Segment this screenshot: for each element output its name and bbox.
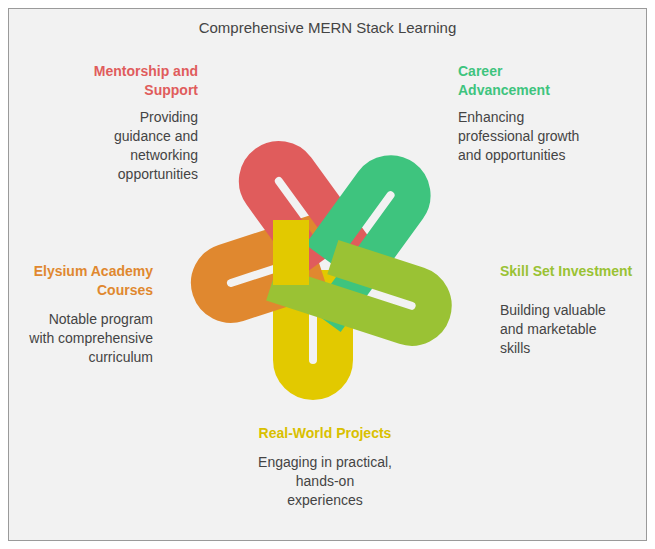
group-description: Notable program with comprehensive curri…: [28, 310, 153, 367]
text-group: Real-World ProjectsEngaging in practical…: [255, 424, 395, 510]
group-heading: Real-World Projects: [255, 424, 395, 443]
group-description: Building valuable and marketable skills: [500, 301, 628, 358]
group-heading: Career Advancement: [458, 62, 583, 100]
yellow-link-overlap: [273, 220, 309, 285]
group-heading: Elysium Academy Courses: [13, 262, 153, 300]
text-group: Skill Set InvestmentBuilding valuable an…: [500, 262, 635, 358]
frame: [9, 9, 647, 541]
text-group: Elysium Academy CoursesNotable program w…: [13, 262, 153, 367]
diagram-title: Comprehensive MERN Stack Learning: [0, 19, 655, 36]
group-description: Providing guidance and networking opport…: [83, 108, 198, 184]
group-heading: Mentorship and Support: [40, 62, 198, 100]
group-description: Engaging in practical, hands-on experien…: [258, 453, 393, 510]
group-heading: Skill Set Investment: [500, 262, 635, 281]
text-group: Mentorship and SupportProviding guidance…: [40, 62, 198, 184]
group-description: Enhancing professional growth and opport…: [458, 108, 580, 165]
text-group: Career AdvancementEnhancing professional…: [458, 62, 583, 165]
